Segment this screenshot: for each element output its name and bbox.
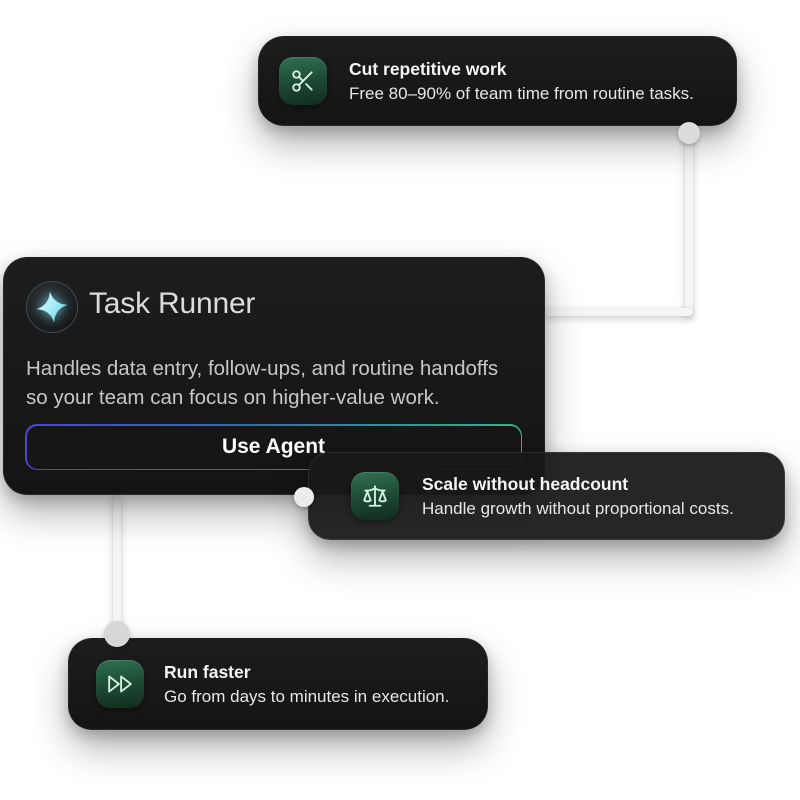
card-subtitle: Go from days to minutes in execution.	[164, 686, 450, 706]
scissors-icon	[279, 57, 327, 105]
use-agent-button-label: Use Agent	[26, 425, 521, 469]
callout-card-cut-repetitive-work: Cut repetitive work Free 80–90% of team …	[258, 36, 737, 126]
agent-description: Handles data entry, follow-ups, and rout…	[26, 355, 498, 412]
scales-icon	[351, 472, 399, 520]
connector-line-top-horizontal	[545, 308, 693, 316]
callout-card-scale-without-headcount: Scale without headcount Handle growth wi…	[308, 452, 785, 540]
agent-avatar	[26, 281, 78, 333]
card-title: Scale without headcount	[422, 473, 629, 494]
connector-dot-scale	[294, 487, 314, 507]
use-agent-button[interactable]: Use Agent	[25, 424, 522, 470]
agent-description-line-1: Handles data entry, follow-ups, and rout…	[26, 357, 499, 380]
connector-line-top-vertical	[685, 132, 693, 316]
agent-title: Task Runner	[89, 287, 256, 320]
card-subtitle: Handle growth without proportional costs…	[422, 498, 734, 518]
fast-forward-icon	[96, 660, 144, 708]
agent-description-line-2: so your team can focus on higher-value w…	[26, 385, 440, 409]
sparkle-star-icon	[36, 291, 68, 323]
card-title: Cut repetitive work	[349, 58, 507, 79]
card-title: Run faster	[164, 661, 251, 682]
card-subtitle: Free 80–90% of team time from routine ta…	[349, 83, 694, 103]
agent-card-task-runner: Task Runner Handles data entry, follow-u…	[3, 257, 545, 495]
connector-line-bottom-vertical	[113, 494, 121, 640]
connector-dot-bottom	[104, 621, 130, 647]
connector-dot-top	[678, 122, 700, 144]
callout-card-run-faster: Run faster Go from days to minutes in ex…	[68, 638, 488, 730]
